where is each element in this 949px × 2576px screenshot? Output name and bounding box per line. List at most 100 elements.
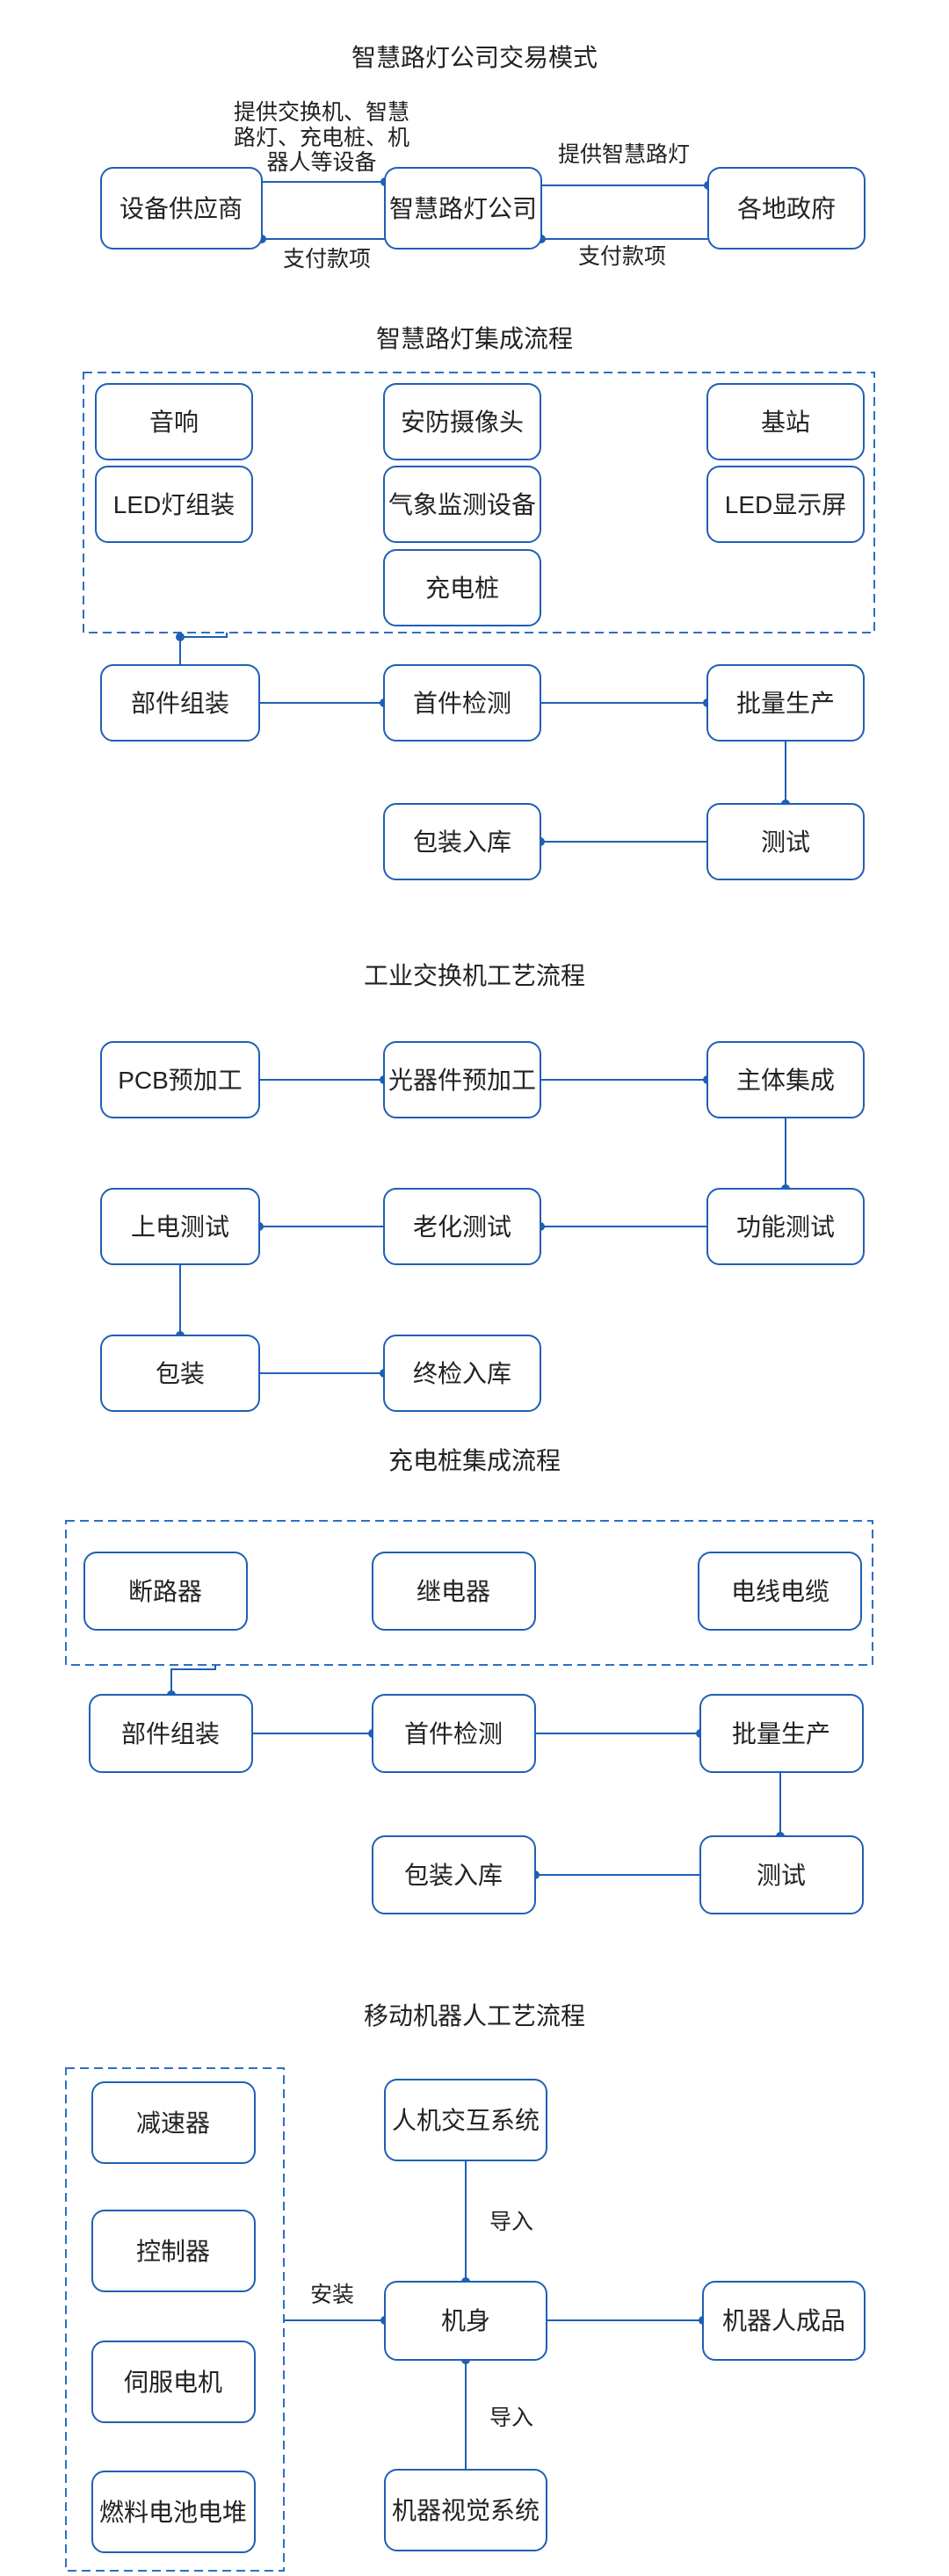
edge-label-supply-2: 路灯、充电桩、机 [234, 126, 409, 150]
section-title-trade-model: 智慧路灯公司交易模式 [351, 44, 598, 71]
step-label: 终检入库 [413, 1360, 511, 1387]
section-trade-model: 智慧路灯公司交易模式 提供交换机、智慧 路灯、充电桩、机 器人等设备 支付款项 … [100, 44, 866, 271]
node-company-label: 智慧路灯公司 [389, 195, 537, 222]
step-label: 包装 [156, 1360, 205, 1387]
node-government-label: 各地政府 [737, 195, 836, 222]
component-label: 伺服电机 [124, 2369, 222, 2396]
node-vision-label: 机器视觉系统 [392, 2497, 540, 2524]
step-packaging [383, 803, 541, 880]
step-label: 老化测试 [413, 1213, 511, 1241]
step-test [699, 1835, 864, 1914]
node-vision-system [384, 2469, 547, 2551]
node-supplier [100, 167, 263, 250]
step-main-integration [706, 1041, 865, 1118]
step-test [706, 803, 865, 880]
edge-label-supply-3: 器人等设备 [266, 150, 376, 175]
component-weather [383, 466, 541, 543]
edge-label-pay-2: 支付款项 [578, 244, 666, 269]
component-controller [91, 2210, 256, 2292]
section-title-streetlight-integration: 智慧路灯集成流程 [376, 325, 573, 352]
step-label: 测试 [757, 1862, 806, 1889]
step-function-test [706, 1188, 865, 1265]
section-charger-integration: 充电桩集成流程 断路器 继电器 电线电缆 部件组装 首件检测 批量生产 测试 包… [65, 1447, 873, 1914]
component-label: 减速器 [136, 2109, 210, 2137]
step-label: 测试 [761, 829, 810, 856]
step-label: 包装入库 [413, 829, 511, 856]
component-servo [91, 2341, 256, 2423]
component-group [83, 372, 875, 633]
step-packaging [372, 1835, 536, 1914]
component-relay [372, 1552, 536, 1631]
section-title-charger-integration: 充电桩集成流程 [388, 1447, 561, 1474]
step-first-inspection [372, 1694, 536, 1773]
step-label: 部件组装 [121, 1720, 220, 1747]
edge-dot [176, 633, 185, 641]
section-title-switch-process: 工业交换机工艺流程 [364, 962, 585, 989]
component-label: 燃料电池电堆 [99, 2499, 247, 2526]
step-label: 功能测试 [736, 1213, 835, 1241]
component-label: 气象监测设备 [388, 491, 536, 518]
edge-label-supply-1: 提供交换机、智慧 [234, 100, 409, 125]
step-aging-test [383, 1188, 541, 1265]
step-packing [100, 1335, 260, 1412]
section-title-robot-process: 移动机器人工艺流程 [364, 2002, 585, 2030]
edge-label-pay-1: 支付款项 [283, 247, 371, 271]
step-batch-production [706, 664, 865, 742]
node-robot-body [384, 2281, 547, 2361]
component-label: 充电桩 [425, 575, 499, 602]
edge-label-provide: 提供智慧路灯 [558, 142, 690, 167]
step-assembly [89, 1694, 253, 1773]
step-label: 批量生产 [732, 1720, 830, 1747]
node-hmi-label: 人机交互系统 [392, 2107, 540, 2134]
edge-label-import-2: 导入 [489, 2406, 533, 2430]
step-label: 主体集成 [736, 1067, 835, 1094]
node-government [707, 167, 866, 250]
edge-group-to-assembly [170, 1665, 216, 1695]
component-label: 音响 [149, 409, 199, 436]
component-base-station [706, 383, 865, 460]
component-label: 电线电缆 [731, 1578, 829, 1605]
node-product-label: 机器人成品 [722, 2307, 845, 2334]
node-hmi-system [384, 2079, 547, 2161]
step-final-inspection [383, 1335, 541, 1412]
component-camera [383, 383, 541, 460]
step-label: 光器件预加工 [388, 1067, 536, 1094]
edge-label-import-1: 导入 [489, 2210, 533, 2234]
section-switch-process: 工业交换机工艺流程 PCB预加工 光器件预加工 主体集成 功能测试 老化测试 上… [100, 962, 865, 1412]
component-label: LED灯组装 [113, 491, 235, 518]
component-group [65, 1520, 873, 1666]
node-robot-product [702, 2281, 866, 2361]
component-led-display [706, 466, 865, 543]
edge-group-to-assembly [179, 633, 228, 665]
step-label: 部件组装 [131, 690, 229, 717]
component-led-lamp [95, 466, 253, 543]
section-streetlight-integration: 智慧路灯集成流程 音响 安防摄像头 基站 LED灯组装 气象监测设备 LED显示… [83, 325, 875, 880]
edge-label-install: 安装 [310, 2283, 354, 2307]
step-assembly [100, 664, 260, 742]
step-batch-production [699, 1694, 864, 1773]
component-label: 断路器 [128, 1578, 202, 1605]
section-robot-process: 移动机器人工艺流程 减速器 控制器 伺服电机 燃料电池电堆 安装 导入 导入 人… [65, 2002, 866, 2572]
component-label: 控制器 [136, 2238, 210, 2265]
step-pcb [100, 1041, 260, 1118]
component-label: 基站 [761, 409, 810, 436]
step-first-inspection [383, 664, 541, 742]
step-label: PCB预加工 [118, 1067, 243, 1094]
step-label: 上电测试 [131, 1213, 229, 1241]
component-breaker [83, 1552, 248, 1631]
component-reducer [91, 2081, 256, 2164]
step-optical [383, 1041, 541, 1118]
step-label: 首件检测 [404, 1720, 503, 1747]
node-body-label: 机身 [441, 2307, 490, 2334]
component-label: LED显示屏 [725, 491, 846, 518]
component-fuel-cell [91, 2471, 256, 2553]
step-label: 包装入库 [404, 1862, 503, 1889]
component-label: 安防摄像头 [401, 409, 524, 436]
step-label: 批量生产 [736, 690, 835, 717]
component-cable [698, 1552, 862, 1631]
component-speaker [95, 383, 253, 460]
step-power-on-test [100, 1188, 260, 1265]
component-charger [383, 549, 541, 626]
node-supplier-label: 设备供应商 [120, 195, 243, 222]
